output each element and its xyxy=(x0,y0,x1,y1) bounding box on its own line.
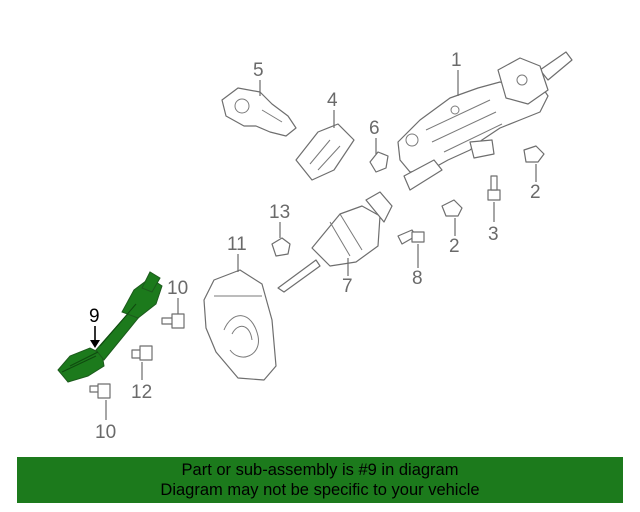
callout-10-lower[interactable]: 10 xyxy=(95,422,116,443)
part-1-steering-column[interactable] xyxy=(397,51,573,191)
info-banner: Part or sub-assembly is #9 in diagram Di… xyxy=(17,457,623,503)
part-2-nut-center[interactable] xyxy=(441,199,463,217)
leader-9-arrowhead xyxy=(90,340,100,348)
banner-line-2: Diagram may not be specific to your vehi… xyxy=(160,481,480,499)
callout-8[interactable]: 8 xyxy=(412,268,423,289)
part-11-cover[interactable] xyxy=(203,269,277,381)
part-8-bolt[interactable] xyxy=(397,229,425,245)
part-5-lock-housing[interactable] xyxy=(221,87,297,137)
part-2-nut-right[interactable] xyxy=(523,145,545,163)
callout-11[interactable]: 11 xyxy=(227,234,247,255)
callout-10-upper[interactable]: 10 xyxy=(167,278,188,299)
part-6-clip[interactable] xyxy=(369,151,389,173)
part-9-intermediate-shaft[interactable] xyxy=(57,271,163,383)
part-7-motor-shaft[interactable] xyxy=(277,191,393,293)
callout-5[interactable]: 5 xyxy=(253,60,264,81)
part-3-bolt[interactable] xyxy=(487,175,501,201)
callout-1[interactable]: 1 xyxy=(451,50,462,71)
part-13-nut[interactable] xyxy=(271,237,291,257)
callout-13[interactable]: 13 xyxy=(269,202,290,223)
callout-9[interactable]: 9 xyxy=(89,306,100,327)
callout-7[interactable]: 7 xyxy=(342,276,353,297)
callout-2-right[interactable]: 2 xyxy=(530,182,541,203)
part-4-bracket[interactable] xyxy=(295,123,355,181)
part-10-bolt-lower[interactable] xyxy=(89,383,111,399)
callout-3[interactable]: 3 xyxy=(488,224,499,245)
callout-12[interactable]: 12 xyxy=(131,382,152,403)
banner-line-1: Part or sub-assembly is #9 in diagram xyxy=(181,461,459,479)
part-12-bolt[interactable] xyxy=(131,345,153,361)
part-10-bolt-upper[interactable] xyxy=(161,313,185,329)
callout-2-center[interactable]: 2 xyxy=(449,236,460,257)
callout-4[interactable]: 4 xyxy=(327,90,338,111)
callout-6[interactable]: 6 xyxy=(369,118,380,139)
parts-diagram: 1 5 4 6 2 2 3 13 7 8 11 10 10 12 9 xyxy=(57,50,573,443)
